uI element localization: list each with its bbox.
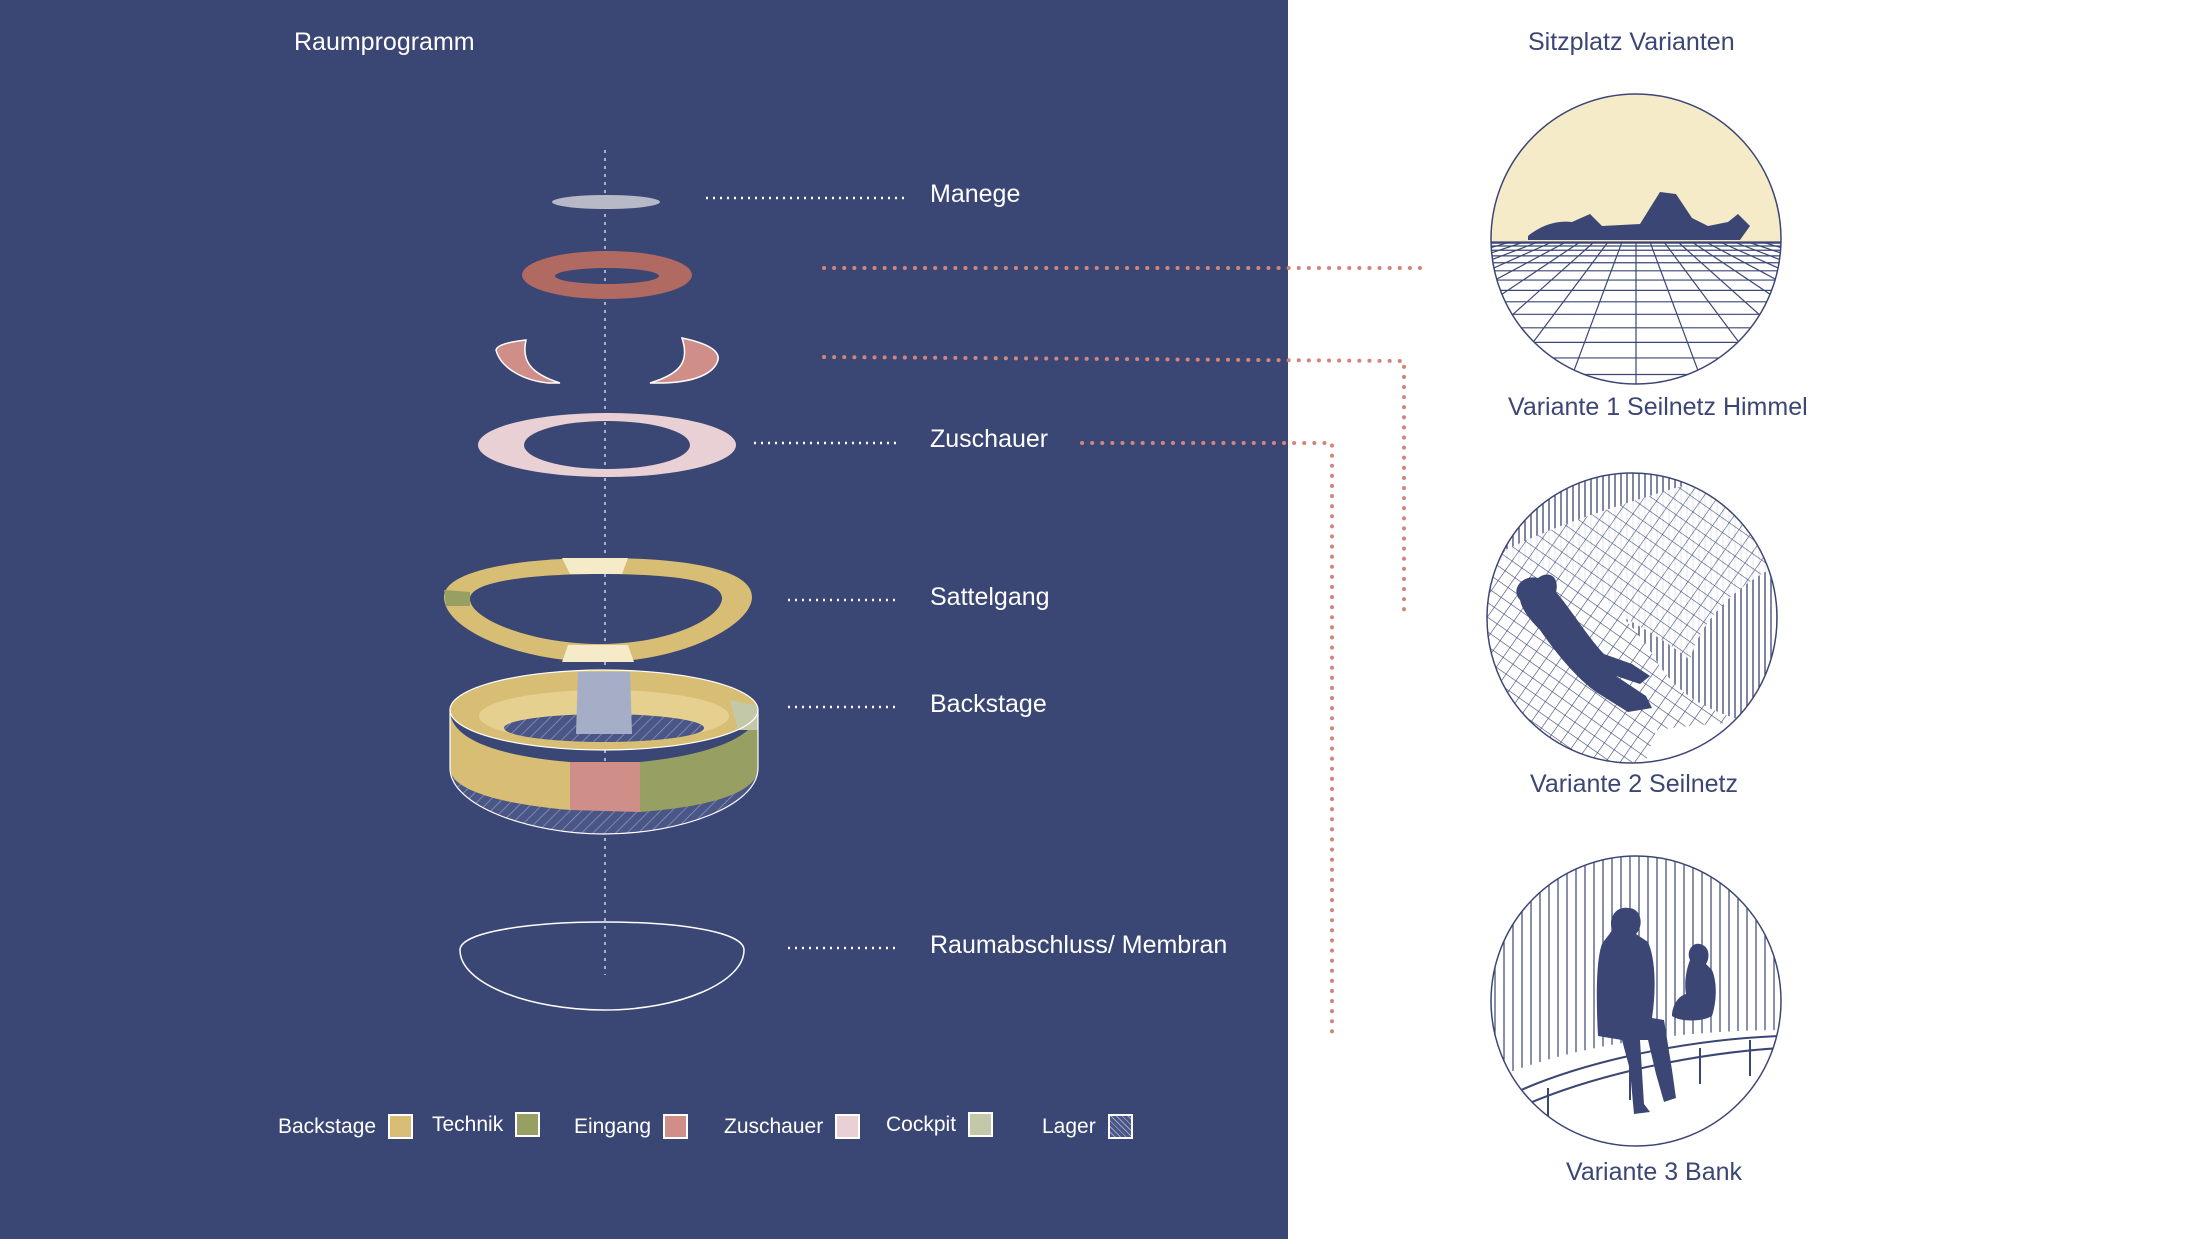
zuschauer-ring: [477, 412, 736, 478]
legend-item-technik: Technik: [432, 1112, 541, 1137]
legend-label: Technik: [432, 1112, 504, 1136]
grid-line: [1565, 241, 1623, 384]
legend-item-backstage: Backstage: [278, 1114, 414, 1139]
grid-line: [1719, 241, 1781, 384]
sattelgang-ring: [444, 558, 752, 662]
backstage-drum: [449, 669, 759, 835]
variant-2-label: Variante 2 Seilnetz: [1530, 770, 1738, 798]
manege-disc: [552, 195, 660, 209]
variant-2-illustration: [1486, 472, 1778, 764]
legend-item-eingang: Eingang: [574, 1114, 689, 1139]
legend-label: Cockpit: [886, 1112, 957, 1136]
variant-connectors: [822, 266, 1426, 1042]
grid-line: [1491, 241, 1553, 384]
variant-3-label: Variante 3 Bank: [1566, 1158, 1743, 1186]
grid-line: [1491, 241, 1581, 384]
left-panel-title: Raumprogramm: [294, 28, 475, 56]
grid-line: [1491, 241, 1567, 384]
legend-swatch-hatched: [1107, 1114, 1133, 1139]
grid-line: [1705, 241, 1781, 384]
layer-label-zuschauer: Zuschauer: [930, 425, 1049, 453]
legend-swatch: [663, 1114, 689, 1139]
legend-label: Lager: [1042, 1114, 1096, 1138]
legend-label: Zuschauer: [724, 1114, 824, 1138]
left-panel-bg: [0, 0, 1288, 1239]
legend-swatch: [515, 1112, 541, 1137]
sattelgang-cream-bottom: [562, 645, 634, 662]
legend-swatch: [968, 1112, 994, 1137]
right-panel-title: Sitzplatz Varianten: [1528, 28, 1735, 56]
layer-label-manege: Manege: [930, 180, 1021, 208]
legend-item-cockpit: Cockpit: [886, 1112, 994, 1137]
ring-level-3-left: [495, 339, 561, 384]
grid-line: [1691, 241, 1781, 384]
ring-level-2: [521, 250, 692, 300]
legend-label: Eingang: [574, 1114, 652, 1138]
legend-item-zuschauer: Zuschauer: [724, 1114, 861, 1139]
grid-line: [1649, 241, 1707, 384]
variant-1-label: Variante 1 Seilnetz Himmel: [1508, 393, 1808, 421]
legend-item-lager: Lager: [1042, 1114, 1133, 1139]
sattelgang-technik: [444, 590, 470, 606]
sattelgang-cream-top: [562, 558, 628, 574]
legend-swatch: [388, 1114, 414, 1139]
layer-label-membran: Raumabschluss/ Membran: [930, 931, 1228, 959]
legend-label: Backstage: [278, 1114, 377, 1138]
variant-3-illustration: [1490, 855, 1782, 1147]
legend-swatch: [835, 1114, 861, 1139]
layer-label-sattelgang: Sattelgang: [930, 583, 1050, 611]
layer-label-backstage: Backstage: [930, 690, 1047, 718]
membran-outline: [459, 921, 745, 1011]
ring-level-3-right: [649, 336, 719, 384]
layer-leaders: [706, 196, 904, 950]
